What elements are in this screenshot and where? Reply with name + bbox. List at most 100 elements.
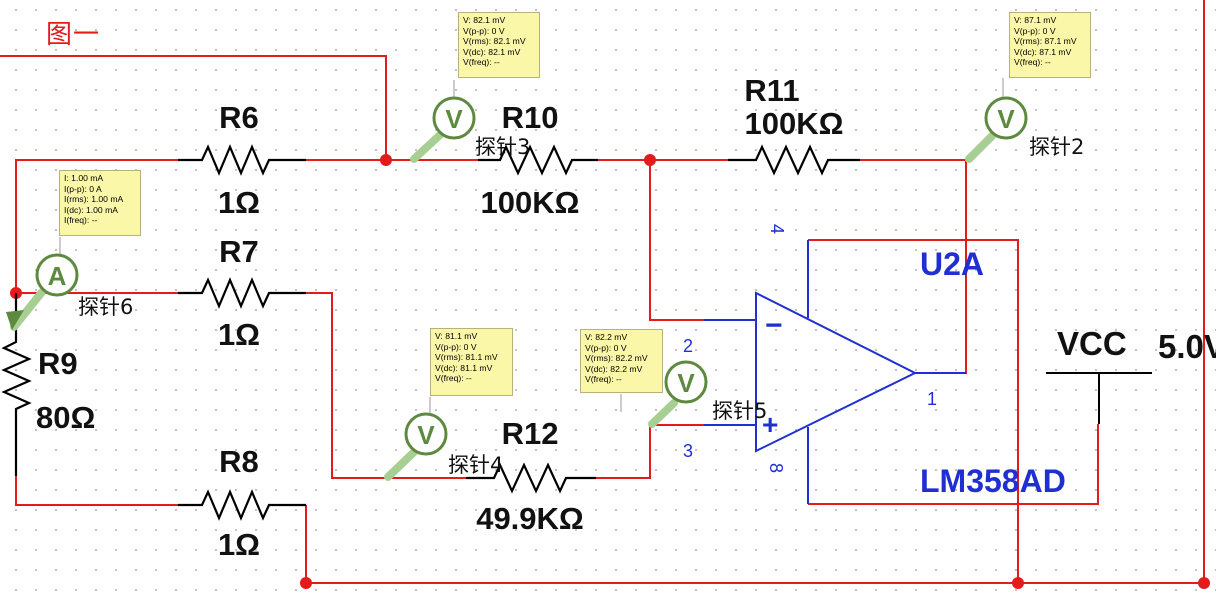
readout-line: V: 87.1 mV [1014,15,1057,25]
opamp-ref: U2A [920,246,984,282]
readout-line: I(p-p): 0 A [64,183,102,194]
resistor-r11[interactable]: R11 100KΩ [728,73,860,176]
resistor-r12-name: R12 [502,416,559,451]
readout-line: V(rms): 87.1 mV [1014,36,1077,47]
resistor-r12-symbol [466,462,596,494]
probe-5-tip [648,399,678,428]
probe-2-tip [965,132,996,163]
readout-line: V(dc): 82.2 mV [585,363,643,374]
readout-line: V(rms): 82.2 mV [585,353,648,364]
readout-line: V(p-p): 0 V [1014,25,1056,36]
readout-line: V(dc): 87.1 mV [1014,46,1072,57]
resistor-r10-name: R10 [502,100,559,135]
probe-6-ring [35,253,79,297]
probe-6-tip [10,288,46,331]
resistor-r7-value: 1Ω [218,317,260,352]
probe-2-readout: V: 87.1 mV V(p-p): 0 V V(rms): 87.1 mV V… [1009,12,1091,78]
resistor-r8-value: 1Ω [218,527,260,562]
resistor-r10[interactable]: R10 100KΩ [478,100,598,220]
opamp-pin-label-noninv: 3 [683,441,693,461]
opamp-pin-label-inv: 2 [683,336,693,356]
probe-5[interactable]: V 探针5 [620,360,767,428]
probe-5-ring [664,360,708,404]
resistor-r11-value: 100KΩ [745,106,844,141]
vcc-source[interactable]: VCC 5.0V [1046,325,1216,424]
probe-4-icon: V [417,420,435,450]
readout-line: V(rms): 81.1 mV [435,352,498,363]
resistor-r8-name: R8 [219,444,259,479]
resistor-r11-symbol [728,144,860,176]
probe-6-icon: A [48,261,67,291]
resistor-r8[interactable]: R8 1Ω [178,444,306,562]
readout-line: V(dc): 81.1 mV [435,362,493,373]
readout-line: I(freq): -- [64,215,98,226]
wire-inv-input [649,160,704,321]
opamp-triangle [755,291,918,453]
resistor-r12-value: 49.9KΩ [476,501,584,536]
probe-4-label: 探针4 [448,453,503,477]
wire-r7-right [306,292,466,479]
probe-3-tip [410,130,445,163]
junction-node [644,154,656,166]
resistor-r6[interactable]: R6 1Ω [178,100,306,220]
vcc-name: VCC [1057,325,1127,362]
readout-line: V(p-p): 0 V [463,25,505,36]
wire-r6-left [15,159,178,293]
probe-6-label: 探针6 [78,295,133,319]
resistor-r8-symbol [178,489,306,521]
probe-4[interactable]: V 探针4 [384,397,503,481]
probe-2[interactable]: V 探针2 [965,78,1084,163]
figure-title: 图一 [46,20,101,50]
resistor-r6-name: R6 [219,100,259,135]
resistor-r7-name: R7 [219,234,259,269]
opamp-u2a[interactable]: − + 2 3 1 4 8 U2A LM358AD [683,224,1066,504]
readout-line: V: 82.1 mV [463,15,506,25]
opamp-part: LM358AD [920,463,1066,499]
resistor-r10-value: 100KΩ [481,185,580,220]
junction-node [1198,577,1210,589]
readout-line: V(freq): -- [1014,57,1051,68]
resistor-r6-value: 1Ω [218,185,260,220]
wire-vminus [808,424,1099,505]
junction-node [380,154,392,166]
resistor-r11-name: R11 [744,73,799,108]
wire-top-loop [0,55,387,160]
resistor-r7[interactable]: R7 1Ω [178,234,306,352]
probe-3[interactable]: V 探针3 [410,80,530,163]
probe-6[interactable]: A 探针6 [6,237,133,331]
readout-line: V(freq): -- [585,374,622,385]
probe-2-ring [984,96,1028,140]
resistor-r9-value: 80Ω [36,400,95,435]
resistor-r6-symbol [178,144,306,176]
probe-3-readout: V: 82.1 mV V(p-p): 0 V V(rms): 82.1 mV V… [458,12,540,78]
probe-5-label: 探针5 [712,399,767,423]
opamp-pin-label-out: 1 [927,389,937,409]
vcc-value: 5.0V [1158,328,1216,365]
junction-node [1012,577,1024,589]
wire-r12-right [596,424,704,479]
readout-line: V(freq): -- [435,373,472,384]
probe-4-tip [384,448,418,481]
probe-2-icon: V [997,104,1015,134]
resistor-r9[interactable]: R9 80Ω [1,293,95,476]
probe-6-arrow [6,310,24,330]
opamp-noninv-symbol: + [762,409,778,440]
probe-6-readout: I: 1.00 mA I(p-p): 0 A I(rms): 1.00 mA I… [59,170,141,236]
readout-line: I(rms): 1.00 mA [64,194,124,205]
probe-5-readout: V: 82.2 mV V(p-p): 0 V V(rms): 82.2 mV V… [580,329,663,393]
probe-3-ring [432,96,476,140]
readout-line: V: 82.2 mV [585,332,628,342]
resistor-r10-symbol [478,144,598,176]
readout-line: V(p-p): 0 V [585,342,627,353]
resistor-r9-name: R9 [38,346,78,381]
resistor-r12[interactable]: R12 49.9KΩ [466,416,596,536]
opamp-pin-label-vminus: 8 [766,463,786,473]
probe-2-label: 探针2 [1029,135,1084,159]
readout-line: V(p-p): 0 V [435,341,477,352]
readout-line: I: 1.00 mA [64,173,104,183]
readout-line: I(dc): 1.00 mA [64,204,118,215]
probe-3-label: 探针3 [475,135,530,159]
readout-line: V: 81.1 mV [435,331,478,341]
